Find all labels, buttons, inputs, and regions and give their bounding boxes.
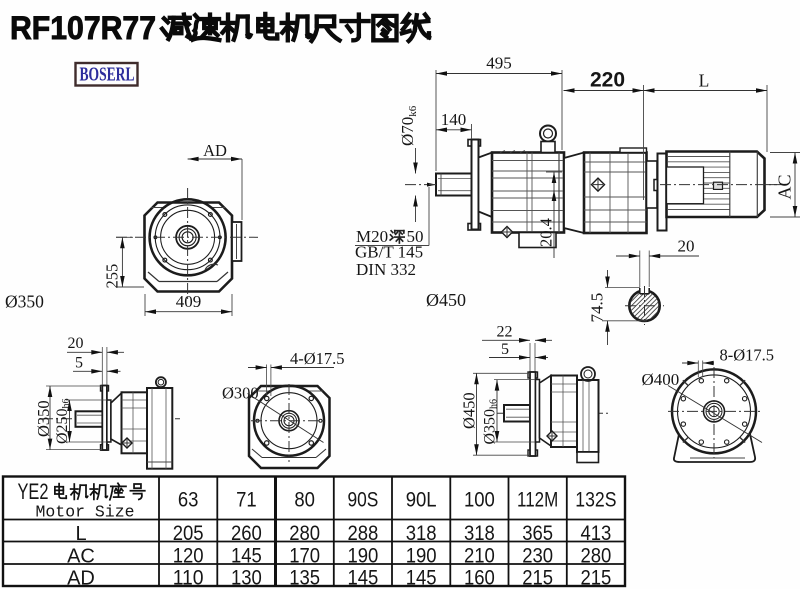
- svg-text:100: 100: [464, 487, 495, 511]
- svg-text:5: 5: [75, 355, 83, 372]
- svg-text:RF107R77: RF107R77: [10, 10, 156, 46]
- svg-text:4-Ø17.5: 4-Ø17.5: [290, 349, 345, 368]
- svg-text:YE2: YE2: [18, 479, 49, 504]
- svg-text:Ø350: Ø350: [5, 292, 44, 312]
- svg-text:413: 413: [580, 521, 611, 545]
- svg-text:215: 215: [522, 566, 553, 589]
- svg-text:90L: 90L: [406, 487, 437, 511]
- svg-text:230: 230: [522, 544, 553, 568]
- svg-text:AD: AD: [203, 141, 227, 160]
- svg-text:80: 80: [294, 487, 315, 511]
- svg-text:145: 145: [231, 544, 262, 568]
- svg-text:288: 288: [347, 521, 378, 545]
- svg-text:20.4: 20.4: [537, 218, 556, 247]
- svg-text:BOSERL: BOSERL: [80, 65, 135, 86]
- svg-text:50: 50: [407, 227, 424, 246]
- svg-text:Motor Size: Motor Size: [36, 504, 135, 523]
- svg-text:L: L: [75, 523, 86, 545]
- svg-text:L: L: [699, 71, 710, 91]
- svg-text:20: 20: [68, 335, 84, 352]
- svg-text:145: 145: [406, 566, 437, 589]
- svg-text:AC: AC: [775, 174, 795, 199]
- svg-text:140: 140: [441, 110, 467, 129]
- svg-text:190: 190: [406, 544, 437, 568]
- svg-text:Ø450: Ø450: [426, 290, 466, 310]
- svg-text:190: 190: [347, 544, 378, 568]
- svg-text:255: 255: [103, 264, 122, 289]
- svg-text:71: 71: [236, 487, 257, 511]
- svg-text:318: 318: [464, 521, 495, 545]
- svg-text:M20: M20: [356, 227, 388, 246]
- svg-text:409: 409: [176, 292, 202, 311]
- svg-text:110: 110: [173, 566, 204, 589]
- svg-text:Ø300: Ø300: [222, 384, 259, 403]
- svg-text:145: 145: [347, 566, 378, 589]
- svg-text:DIN 332: DIN 332: [356, 260, 416, 279]
- svg-text:170: 170: [289, 544, 320, 568]
- svg-text:205: 205: [173, 521, 204, 545]
- svg-text:220: 220: [590, 69, 625, 92]
- svg-text:280: 280: [580, 544, 611, 568]
- svg-text:63: 63: [178, 487, 199, 511]
- svg-text:20: 20: [678, 237, 695, 256]
- svg-text:280: 280: [289, 521, 320, 545]
- svg-text:Ø350h6: Ø350h6: [482, 399, 500, 445]
- svg-text:112M: 112M: [517, 487, 558, 511]
- svg-text:AD: AD: [67, 568, 95, 589]
- svg-text:GB/T 145: GB/T 145: [355, 243, 423, 262]
- svg-text:5: 5: [501, 341, 509, 358]
- svg-text:Ø350: Ø350: [34, 400, 53, 437]
- svg-text:Ø450: Ø450: [460, 392, 479, 429]
- svg-text:AC: AC: [67, 546, 95, 568]
- svg-text:22: 22: [497, 324, 513, 341]
- svg-text:260: 260: [231, 521, 262, 545]
- svg-text:160: 160: [464, 566, 495, 589]
- svg-text:120: 120: [173, 544, 204, 568]
- svg-text:495: 495: [486, 54, 512, 73]
- svg-text:130: 130: [231, 566, 262, 589]
- svg-text:215: 215: [580, 566, 611, 589]
- svg-text:90S: 90S: [347, 487, 378, 511]
- svg-text:318: 318: [406, 521, 437, 545]
- svg-text:132S: 132S: [575, 487, 616, 511]
- svg-text:Ø250h6: Ø250h6: [54, 398, 72, 444]
- svg-text:8-Ø17.5: 8-Ø17.5: [720, 346, 775, 365]
- svg-text:365: 365: [522, 521, 553, 545]
- svg-text:135: 135: [289, 566, 320, 589]
- svg-text:Ø400: Ø400: [642, 370, 680, 389]
- svg-text:210: 210: [464, 544, 495, 568]
- svg-text:74.5: 74.5: [588, 293, 607, 323]
